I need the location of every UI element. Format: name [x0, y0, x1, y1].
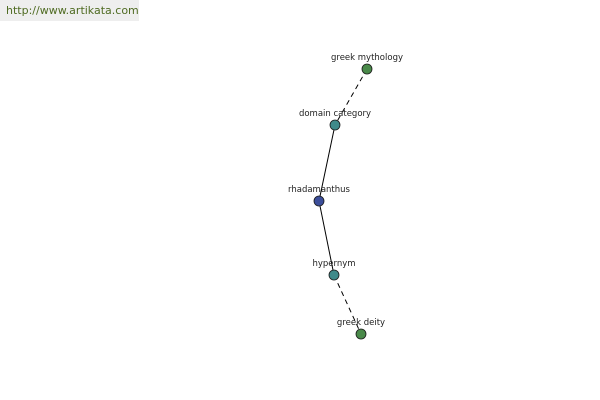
node-label-rhadamanthus[interactable]: rhadamanthus: [288, 185, 351, 195]
node-greek-mythology[interactable]: [361, 63, 373, 75]
node-greek-deity[interactable]: [355, 328, 367, 340]
url-text[interactable]: http://www.artikata.com: [6, 4, 139, 17]
node-label-domain-category[interactable]: domain category: [299, 109, 371, 119]
url-bar: http://www.artikata.com: [0, 0, 139, 21]
node-label-greek-deity[interactable]: greek deity: [337, 318, 385, 328]
node-label-hypernym[interactable]: hypernym: [312, 259, 355, 269]
edge-greek-mythology-to-domain-category: [334, 68, 368, 126]
edge-domain-category-to-rhadamanthus: [318, 124, 336, 202]
node-domain-category[interactable]: [329, 119, 341, 131]
edge-rhadamanthus-to-hypernym: [318, 200, 335, 276]
node-label-greek-mythology[interactable]: greek mythology: [331, 53, 403, 63]
node-rhadamanthus[interactable]: [313, 195, 325, 207]
node-hypernym[interactable]: [328, 269, 340, 281]
edge-hypernym-to-greek-deity: [333, 274, 362, 335]
